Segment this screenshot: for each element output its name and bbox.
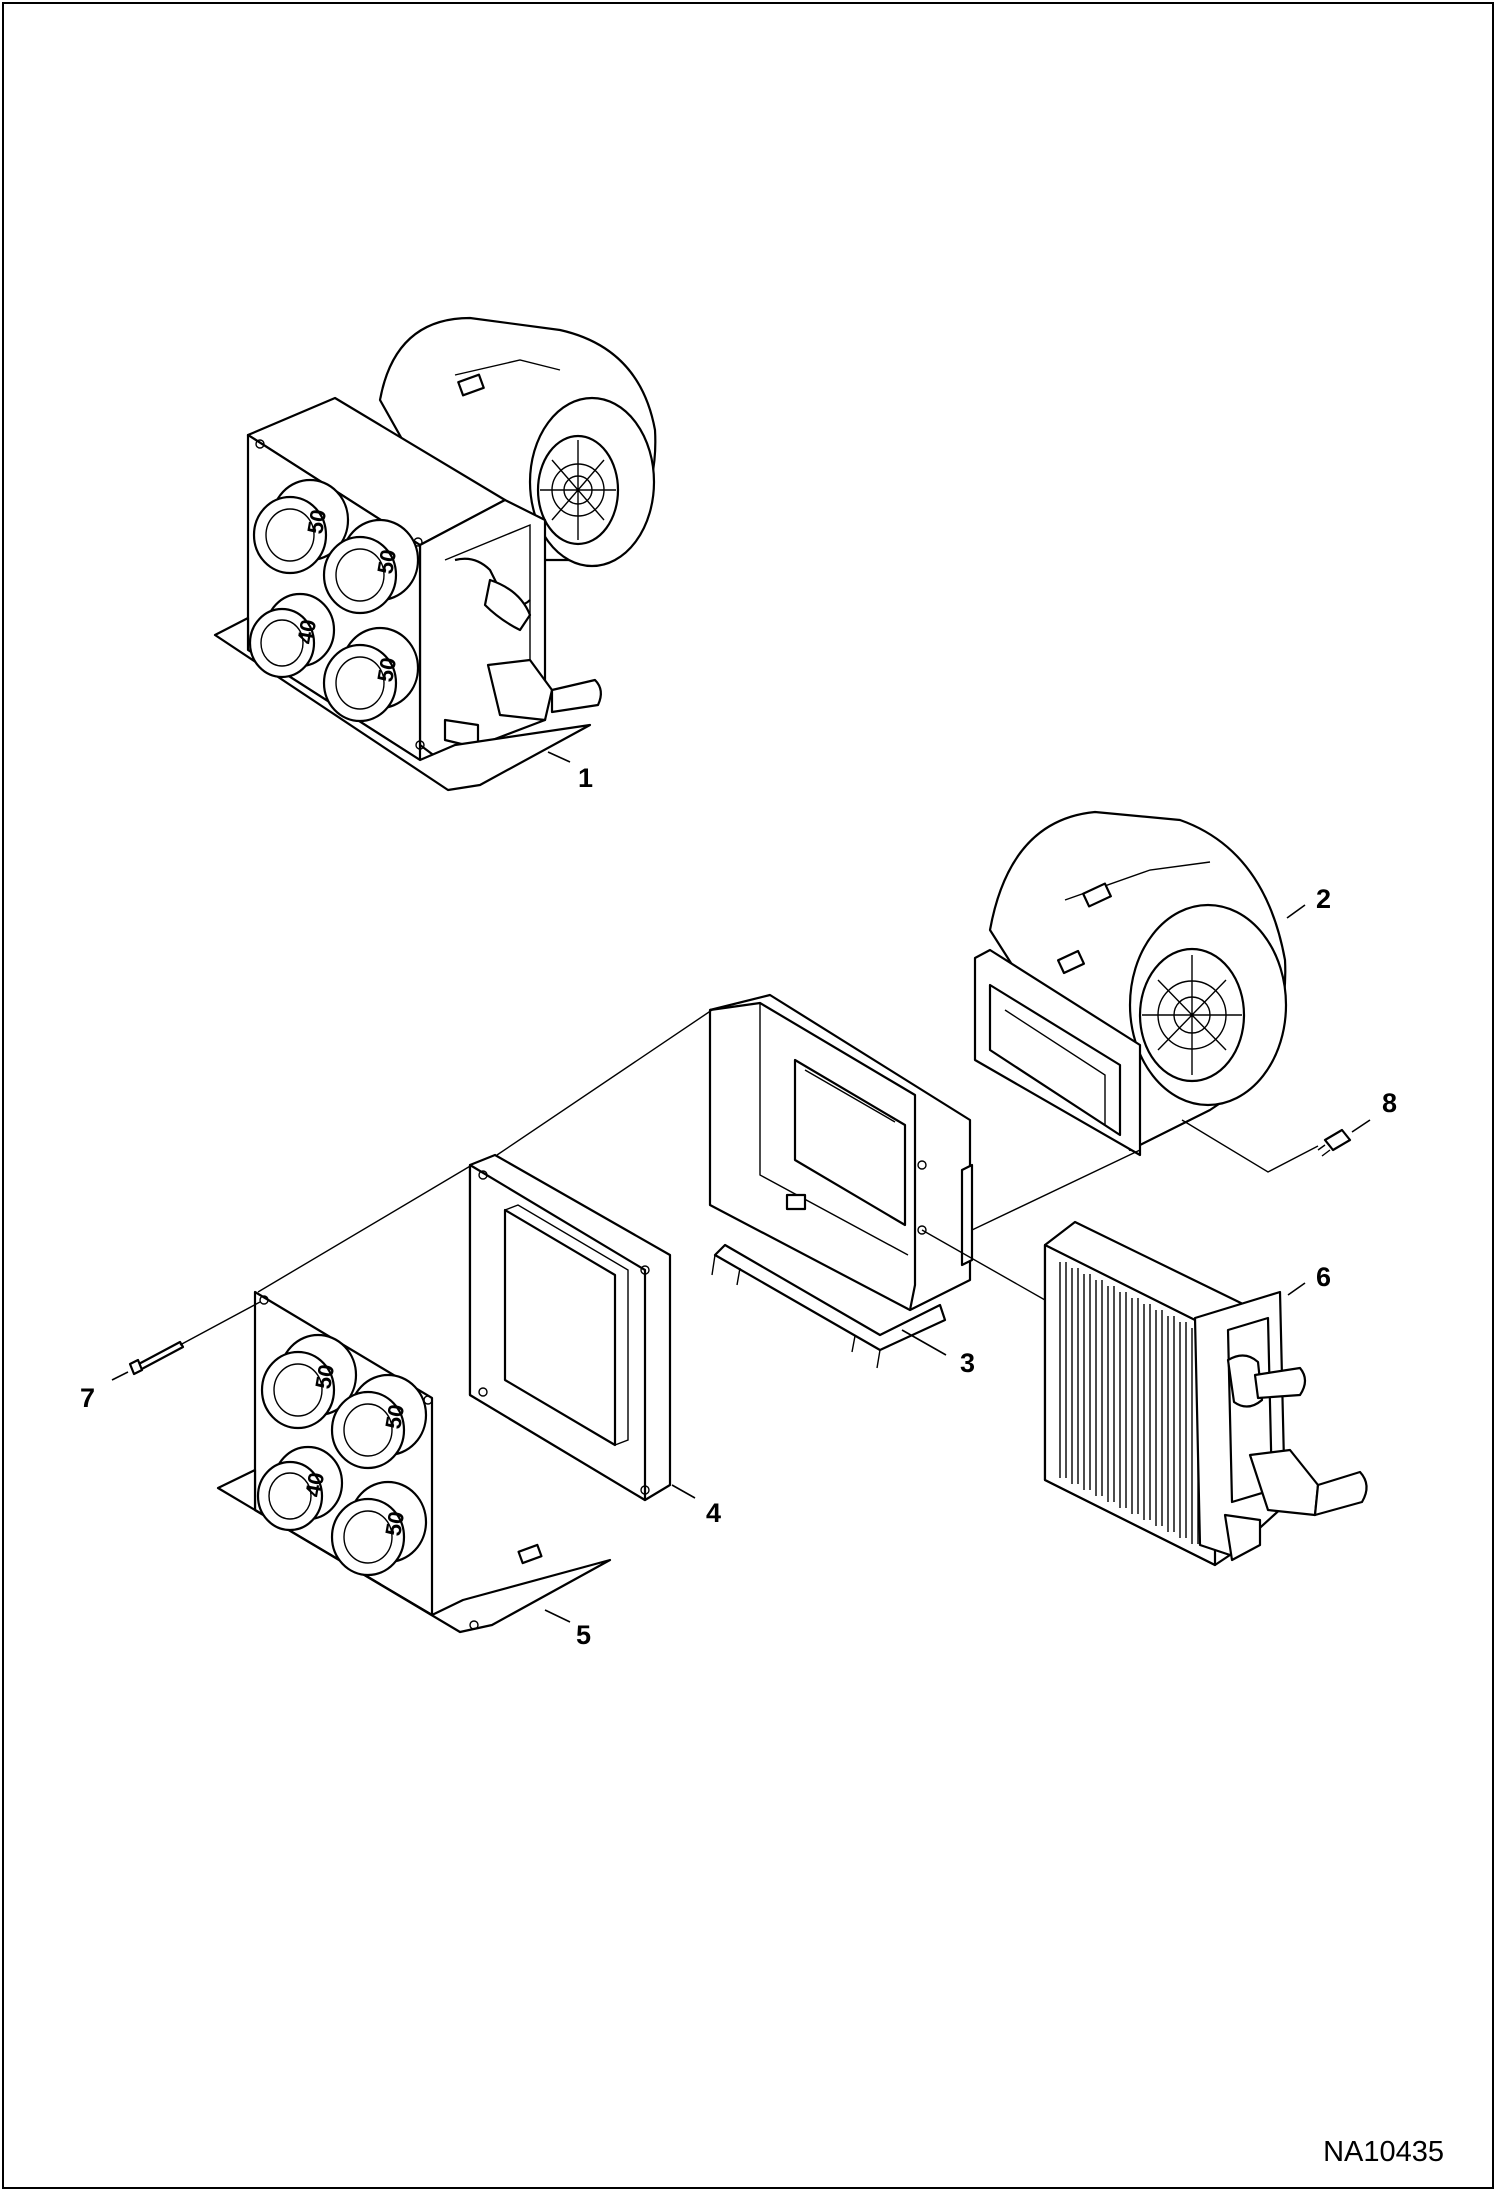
heater-core-fins: [1059, 1262, 1199, 1544]
blower-motor: [973, 810, 1306, 1157]
vent-outlet: 50: [322, 518, 420, 615]
assembly-base-plate: [213, 616, 592, 792]
vent-outlet: 50: [330, 1373, 428, 1470]
callout-2: 2: [1316, 884, 1331, 914]
leader-line-6: [1287, 1282, 1306, 1296]
vent-outlet: 40: [256, 1445, 344, 1532]
assembly-vent-outlets: 50 50 40 50: [248, 478, 420, 723]
mounting-screw: [111, 1340, 185, 1381]
callout-3: 3: [960, 1348, 975, 1378]
vent-size-label: 40: [300, 1470, 329, 1498]
vent-size-label: 50: [372, 547, 401, 575]
screw: [1317, 1119, 1371, 1157]
leader-line-4: [671, 1484, 696, 1499]
vent-size-label: 40: [292, 617, 321, 645]
callout-4: 4: [706, 1498, 721, 1528]
leader-line-2: [1286, 904, 1306, 919]
heater-assembly: 50 50 40 50: [213, 316, 657, 792]
heater-housing: [708, 993, 974, 1369]
callout-6: 6: [1316, 1262, 1331, 1292]
vent-size-label: 50: [372, 655, 401, 683]
alignment-line: [1181, 1119, 1319, 1173]
vent-outlet: 50: [322, 626, 420, 723]
vent-outlet: 50: [260, 1333, 358, 1430]
leader-line-1: [547, 751, 571, 763]
callout-1: 1: [578, 763, 593, 793]
vent-size-label: 50: [380, 1402, 409, 1430]
vent-outlet: 50: [252, 478, 350, 575]
leader-line-7: [111, 1371, 129, 1381]
vent-size-label: 50: [302, 507, 331, 535]
vent-outlet: 50: [330, 1480, 428, 1577]
leader-line-3: [901, 1329, 947, 1356]
figure-id: NA10435: [1323, 2136, 1444, 2168]
gasket-frame: [468, 1153, 696, 1502]
vent-plate: 50 50 40 50: [216, 1290, 612, 1634]
vent-outlet: 40: [248, 592, 336, 679]
heater-core: [1043, 1220, 1368, 1567]
callout-7: 7: [80, 1383, 95, 1413]
vent-size-label: 50: [310, 1362, 339, 1390]
callout-8: 8: [1382, 1088, 1397, 1118]
vent-size-label: 50: [380, 1509, 409, 1537]
callout-5: 5: [576, 1620, 591, 1650]
leader-line-5: [544, 1609, 571, 1623]
explosion-lines: [179, 1009, 1141, 1346]
leader-line-8: [1351, 1119, 1371, 1133]
